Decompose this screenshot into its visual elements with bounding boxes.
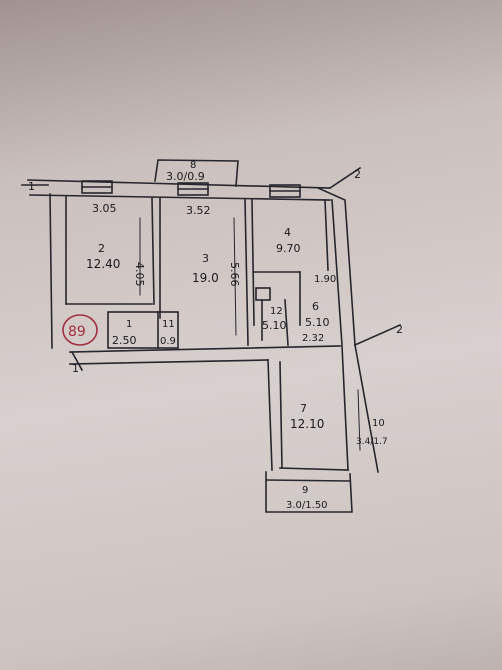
- stamp-number: 89: [68, 324, 86, 340]
- wall-room2-3: [151, 197, 155, 305]
- section-mark-diag-a: 2: [354, 168, 361, 181]
- bathroom-block: [107, 311, 179, 349]
- room-10-number: 10: [372, 418, 385, 429]
- room-7-area: 12.10: [290, 417, 324, 431]
- dim-5-66: 5.66: [228, 262, 241, 287]
- room-7-number: 7: [300, 402, 307, 415]
- room-12-number: 12: [270, 306, 283, 317]
- section-mark-diag-b: 2: [396, 323, 403, 336]
- room-6-area: 5.10: [305, 316, 330, 329]
- room-10-area: 3.4/1.7: [356, 437, 388, 447]
- balcony-8: [154, 159, 239, 187]
- wall-diagonal: [316, 186, 356, 346]
- closet-mark: [255, 287, 271, 301]
- wall-right-4: [324, 199, 329, 271]
- room-1-number: 1: [126, 319, 132, 330]
- wall-top-inner: [29, 194, 331, 201]
- balcony-9: [265, 471, 353, 513]
- room-8-area: 3.0/0.9: [166, 170, 205, 183]
- room-9-area: 3.0/1.50: [286, 500, 328, 511]
- room-3-number: 3: [202, 252, 209, 265]
- room-6-number: 6: [312, 300, 319, 313]
- dim-1-90: 1.90: [314, 274, 336, 285]
- room-4-number: 4: [284, 226, 291, 239]
- wall-balcony-10: [354, 344, 379, 473]
- room-9-number: 9: [302, 485, 308, 496]
- wall-top-outer: [27, 179, 331, 189]
- wall-room7-right: [341, 345, 349, 471]
- dim-3-05: 3.05: [92, 202, 117, 215]
- room-2-area: 12.40: [86, 257, 120, 271]
- wall-corridor: [69, 345, 341, 353]
- wall-left: [49, 193, 53, 349]
- room-4-area: 9.70: [276, 242, 301, 255]
- room-2-number: 2: [98, 242, 105, 255]
- section-mark-top: 1: [28, 180, 35, 193]
- stamp-circle: [62, 314, 98, 346]
- room-11-number: 11: [162, 319, 175, 330]
- dim-4-05: 4.05: [133, 262, 146, 287]
- dim-2-32: 2.32: [302, 333, 324, 344]
- room-8-number: 8: [190, 160, 196, 171]
- wall-room3-4: [244, 199, 249, 346]
- dim-3-52: 3.52: [186, 204, 211, 217]
- room-12-area: 5.10: [262, 319, 287, 332]
- wall-room7-left: [267, 359, 273, 471]
- section-mark-mid: 1: [72, 362, 79, 375]
- room-3-area: 19.0: [192, 271, 219, 285]
- room-11-area: 0.9: [160, 336, 176, 347]
- room-1-area: 2.50: [112, 334, 137, 347]
